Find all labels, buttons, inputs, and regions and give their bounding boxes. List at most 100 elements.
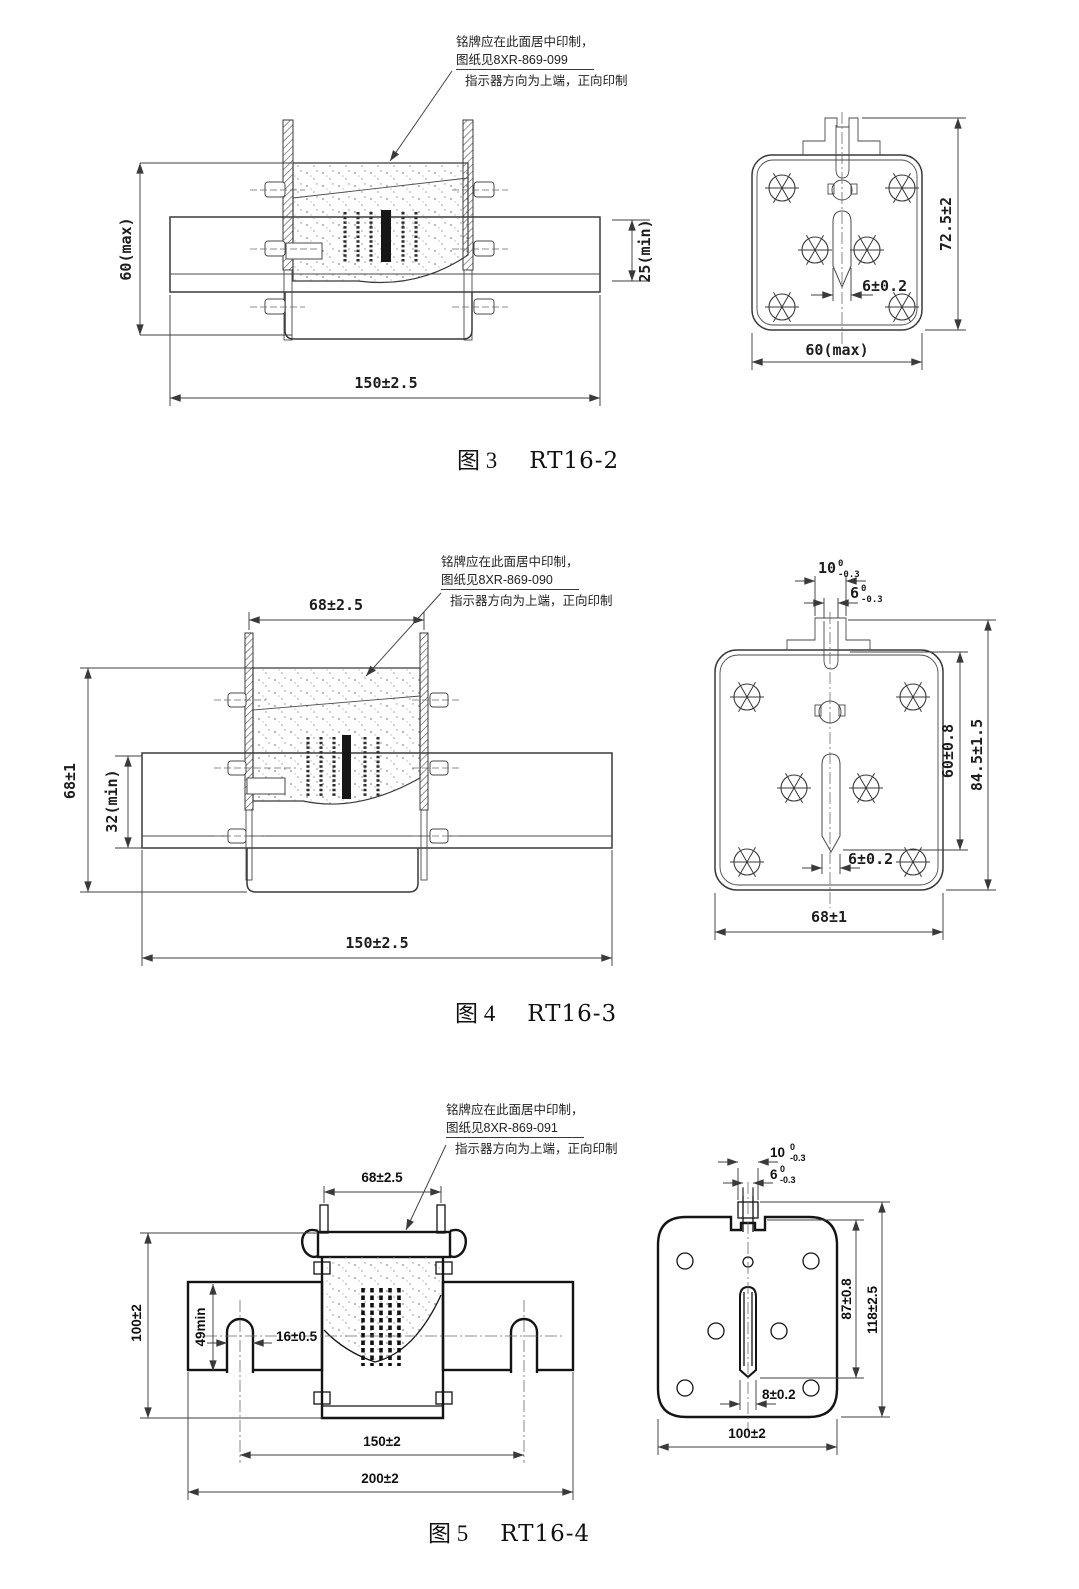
dim-w2-label: 200±2: [361, 1471, 398, 1486]
dim-top-label: 68±2.5: [361, 1170, 403, 1185]
rt16-4-side-view: 68±2.5: [129, 1144, 575, 1500]
dim-inner-label: 32(min): [103, 769, 121, 832]
rt16-3-side-view: 68±2.5: [61, 592, 613, 966]
figure-rt16-4: 68±2.5: [129, 1142, 890, 1500]
indicator-pin: [823, 621, 839, 670]
dim-w1-label: 150±2: [363, 1434, 400, 1449]
screw-hole: [676, 1252, 694, 1270]
caption-model: RT16-2: [529, 448, 620, 474]
note-line2: 图纸见8XR-869-091: [446, 1120, 584, 1138]
dim-height-label: 100±2: [129, 1304, 144, 1341]
dim-pin-sub: -0.3: [861, 595, 883, 605]
front-body: [714, 649, 944, 891]
caption-fig-number: 图 5: [428, 1521, 469, 1546]
note-rt16-3: 铭牌应在此面居中印制， 图纸见8XR-869-090 指示器方向为上端，正向印制: [441, 554, 631, 611]
note-rt16-4: 铭牌应在此面居中印制， 图纸见8XR-869-091 指示器方向为上端，正向印制: [446, 1102, 636, 1159]
note-line1: 铭牌应在此面居中印制，: [441, 555, 579, 569]
blade-right: [419, 632, 429, 811]
dim-h2-label: 118±2.5: [865, 1286, 880, 1334]
dim-front-height-label: 72.5±2: [937, 197, 955, 251]
dim-inner-label: 49min: [193, 1307, 208, 1346]
fuse-element: [343, 210, 418, 262]
busbar-left: [186, 1280, 324, 1372]
rt16-2-side-view: 60(max) 25(min) 150±2.5: [117, 70, 654, 406]
dim-pin-base: 6: [850, 584, 859, 602]
leader-arrow: [389, 70, 453, 162]
mount-tab: [786, 617, 871, 650]
note-line1: 铭牌应在此面居中印制，: [446, 1103, 584, 1117]
front-body: [751, 154, 923, 331]
dim-pin-sup2: 0: [780, 1164, 785, 1174]
dim-pin-sup: 0: [861, 584, 866, 594]
note-line3: 指示器方向为上端，正向印制: [455, 1142, 618, 1156]
dim-h1-label: 87±0.8: [839, 1278, 854, 1320]
dim-tab-sup: 0: [790, 1142, 795, 1152]
dim-slot-label: 16±0.5: [276, 1329, 318, 1344]
dim-tab-base: 10: [818, 559, 836, 577]
dim-width-label: 150±2.5: [354, 374, 417, 392]
caption-model: RT16-4: [500, 1521, 591, 1547]
dim-slot-label: 6±0.2: [848, 850, 893, 868]
dim-slot-label: 8±0.2: [762, 1387, 796, 1402]
note-line2: 图纸见8XR-869-099: [456, 52, 594, 70]
rt16-2-front-view: 72.5±2 6±0.2 60(max): [751, 112, 966, 370]
dim-front-width-label: 60(max): [805, 341, 868, 359]
top-pin-left: [319, 1204, 329, 1234]
dim-pin-sub: -0.3: [780, 1175, 796, 1185]
rt16-4-front-view: 10 0 -0.3 6 0 -0.3 87±0.8 118±2.5 8±0.2: [656, 1142, 890, 1455]
dim-pin-base: 6: [770, 1167, 778, 1182]
dim-tab-sub: -0.3: [838, 570, 860, 580]
ear-left: [301, 1228, 319, 1259]
screw-hole: [676, 1379, 694, 1397]
note-line2: 图纸见8XR-869-090: [441, 572, 579, 590]
top-cap: [316, 1230, 452, 1259]
fuse-element: [361, 1288, 401, 1366]
figure-rt16-3: 68±2.5: [61, 559, 996, 966]
note-line3: 指示器方向为上端，正向印制: [465, 74, 628, 88]
rt16-3-front-view: 10 0 -0.3 6 0 -0.3 60±0.8 84.5±1.5 6±0.2: [714, 559, 996, 940]
dim-height-label: 68±1: [61, 763, 79, 799]
screw-hole: [707, 1322, 725, 1340]
dim-front-width-label: 68±1: [811, 908, 847, 926]
dim-height-label: 60(max): [117, 217, 135, 280]
blade-right: [462, 119, 474, 271]
leader-arrow: [405, 1144, 447, 1231]
bolts: [264, 181, 495, 315]
dim-front-width-label: 100±2: [728, 1426, 765, 1441]
busbar-right: [441, 1280, 575, 1372]
note-rt16-2: 铭牌应在此面居中印制， 图纸见8XR-869-099 指示器方向为上端，正向印制: [456, 34, 646, 91]
indicator-pin: [835, 125, 850, 179]
fuse-element: [306, 735, 380, 799]
lower-body: [246, 848, 419, 893]
dim-tab-base: 10: [770, 1145, 785, 1160]
screw-hole: [802, 1379, 820, 1397]
dim-slot-label: 6±0.2: [862, 277, 907, 295]
dim-h2-label: 84.5±1.5: [968, 719, 986, 791]
clamp-bracket: [246, 777, 286, 795]
clamp-bracket: [285, 242, 323, 260]
ear-right: [449, 1228, 467, 1259]
dim-tab-sub: -0.3: [790, 1153, 806, 1163]
screw-hole: [770, 1322, 788, 1340]
caption-rt16-4: 图 5 RT16-4: [428, 1514, 590, 1548]
note-line1: 铭牌应在此面居中印制，: [456, 35, 594, 49]
front-body: [656, 1215, 839, 1419]
lower-body: [284, 292, 473, 340]
caption-model: RT16-3: [527, 1001, 618, 1027]
top-pin-right: [436, 1204, 446, 1234]
mount-tab: [802, 117, 881, 155]
caption-fig-number: 图 4: [455, 1001, 496, 1026]
caption-rt16-3: 图 4 RT16-3: [455, 994, 617, 1028]
leader-arrow: [365, 592, 442, 677]
dim-top-label: 68±2.5: [309, 596, 363, 614]
dim-right-label: 25(min): [636, 219, 654, 282]
ceramic-fill: [324, 1257, 441, 1362]
dim-tab-sup: 0: [838, 559, 843, 569]
figure-rt16-2: 60(max) 25(min) 150±2.5: [117, 70, 966, 406]
indicator-slot: [821, 753, 841, 854]
screw-hole: [802, 1252, 820, 1270]
dim-width-label: 150±2.5: [345, 934, 408, 952]
